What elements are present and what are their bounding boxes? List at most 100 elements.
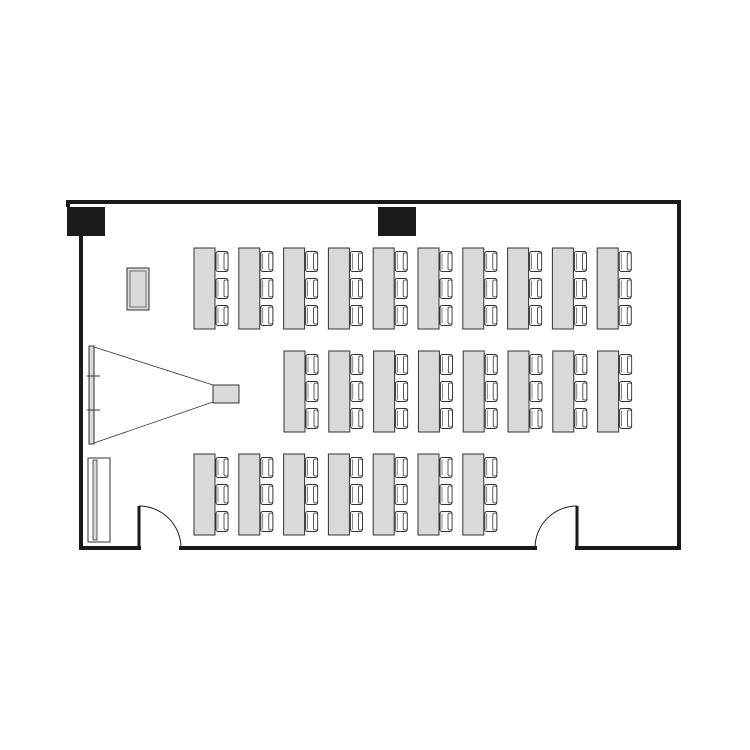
table (417, 453, 440, 536)
chair (529, 305, 543, 326)
chair (529, 408, 543, 429)
chair (394, 484, 408, 505)
chair (350, 408, 364, 429)
table (327, 247, 350, 330)
table-unit (462, 453, 498, 536)
chair (484, 381, 498, 402)
chair (350, 354, 364, 375)
chair (215, 251, 229, 272)
chair (574, 408, 588, 429)
door-left-swing (138, 505, 182, 549)
chair (215, 484, 229, 505)
table (193, 247, 216, 330)
chair (349, 305, 363, 326)
table-unit (551, 247, 587, 330)
chair (484, 511, 498, 532)
chair (439, 305, 453, 326)
table (373, 350, 396, 433)
chair (439, 511, 453, 532)
seating-row-2 (283, 350, 633, 433)
chair (260, 457, 274, 478)
chair (305, 354, 319, 375)
chair (573, 305, 587, 326)
table-unit (327, 247, 363, 330)
table (507, 247, 530, 330)
chair (260, 278, 274, 299)
chair (305, 511, 319, 532)
chair (439, 251, 453, 272)
table-unit (507, 350, 543, 433)
chair (529, 251, 543, 272)
table-unit (417, 247, 453, 330)
table (507, 350, 530, 433)
chair (619, 408, 633, 429)
chair (574, 354, 588, 375)
table (417, 247, 440, 330)
door-right[interactable] (534, 505, 579, 549)
table-unit (417, 350, 453, 433)
chair (618, 305, 632, 326)
chair (349, 457, 363, 478)
table-unit (596, 247, 632, 330)
chair (350, 381, 364, 402)
table-unit (193, 453, 229, 536)
chair (619, 354, 633, 375)
chair (394, 251, 408, 272)
chair (349, 278, 363, 299)
table-unit (373, 350, 409, 433)
room-walls (66, 200, 681, 550)
table-unit (193, 247, 229, 330)
table (596, 247, 619, 330)
chair (573, 251, 587, 272)
table-unit (507, 247, 543, 330)
door-left[interactable] (137, 505, 182, 549)
table (283, 247, 306, 330)
table (328, 350, 351, 433)
table (193, 453, 216, 536)
chair (618, 251, 632, 272)
chair (439, 484, 453, 505)
chair (215, 278, 229, 299)
table (552, 350, 575, 433)
chair (395, 354, 409, 375)
chair (439, 381, 453, 402)
chair (394, 511, 408, 532)
table-unit (462, 350, 498, 433)
chair (529, 381, 543, 402)
chair (484, 354, 498, 375)
chair (484, 278, 498, 299)
chair (349, 511, 363, 532)
chair (215, 305, 229, 326)
table (327, 453, 350, 536)
chair (394, 305, 408, 326)
table (551, 247, 574, 330)
column-left (67, 207, 105, 236)
door-right-swing (534, 505, 578, 549)
chair (305, 381, 319, 402)
chair (439, 457, 453, 478)
chair (394, 457, 408, 478)
chair (349, 484, 363, 505)
chair (305, 278, 319, 299)
table-unit (552, 350, 588, 433)
table-unit (328, 350, 364, 433)
chair (260, 251, 274, 272)
table (238, 247, 261, 330)
chair (439, 408, 453, 429)
table-unit (238, 247, 274, 330)
table (462, 453, 485, 536)
chair (484, 305, 498, 326)
chair (574, 381, 588, 402)
table-unit (417, 453, 453, 536)
table-unit (283, 350, 319, 433)
table-unit (372, 247, 408, 330)
chair (484, 251, 498, 272)
seating-area (193, 247, 633, 536)
table-unit (372, 453, 408, 536)
chair (395, 381, 409, 402)
projector-beam (93, 346, 214, 444)
chair (484, 457, 498, 478)
table-unit (283, 247, 319, 330)
table (372, 247, 395, 330)
chair (305, 408, 319, 429)
